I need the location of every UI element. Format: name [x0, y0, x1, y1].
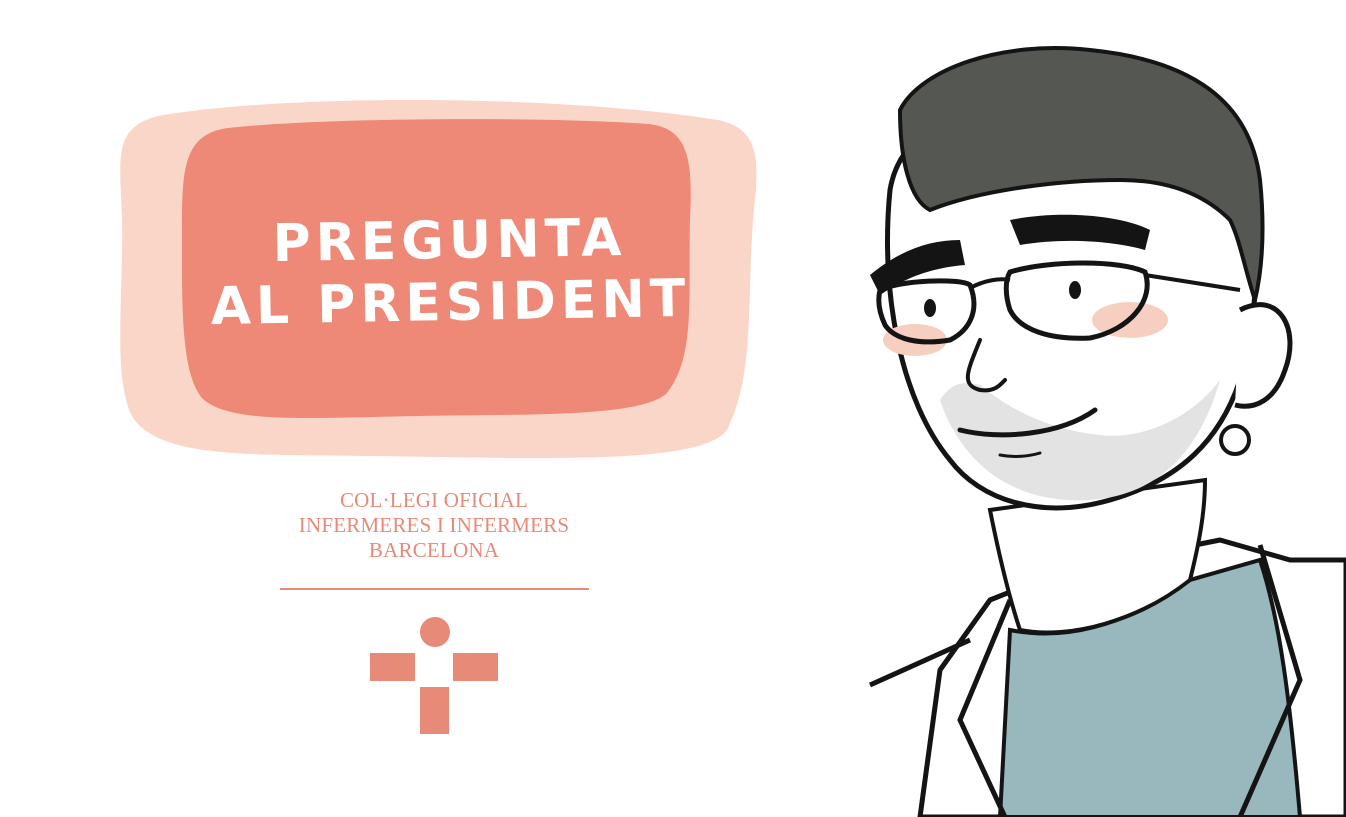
lower-lip — [998, 451, 1042, 458]
organization-line-1: COL·LEGI OFICIAL — [339, 488, 529, 512]
organization-line-2: INFERMERES I INFERMERS — [298, 513, 570, 537]
stubble — [940, 380, 1220, 501]
headline-title: PREGUNTA AL PRESIDENT — [189, 205, 711, 338]
hair — [897, 46, 1265, 308]
mouth — [957, 407, 1098, 438]
right-eyebrow — [1010, 214, 1150, 250]
right-eye — [1069, 281, 1081, 299]
nose — [965, 338, 1007, 393]
headline-badge: PREGUNTA AL PRESIDENT — [118, 98, 758, 468]
organization-line-3: BARCELONA — [368, 538, 500, 562]
left-eyebrow — [870, 240, 965, 295]
glasses-right-lens — [1003, 260, 1150, 341]
left-eye — [924, 299, 936, 317]
badge-shape — [120, 100, 757, 459]
ear — [1234, 302, 1293, 409]
glasses-left-lens — [876, 278, 977, 345]
earring-icon — [1219, 424, 1251, 456]
neck — [987, 477, 1208, 635]
coat-shoulder-line — [868, 637, 972, 688]
president-portrait-illustration — [868, 46, 1346, 817]
organization-name: COL·LEGI OFICIAL INFERMERES I INFERMERS … — [270, 488, 598, 563]
organization-divider — [280, 588, 589, 590]
glasses-arm — [1144, 273, 1241, 292]
nurses-college-logo-icon — [370, 617, 498, 734]
glasses-bridge — [969, 277, 1011, 290]
coat-lapel-right — [1237, 544, 1303, 817]
badge-inner-blob — [181, 119, 691, 419]
headline-line-2: AL PRESIDENT — [210, 268, 691, 338]
headline-line-1: PREGUNTA — [272, 207, 627, 275]
coat-lapel-left — [957, 599, 1013, 817]
